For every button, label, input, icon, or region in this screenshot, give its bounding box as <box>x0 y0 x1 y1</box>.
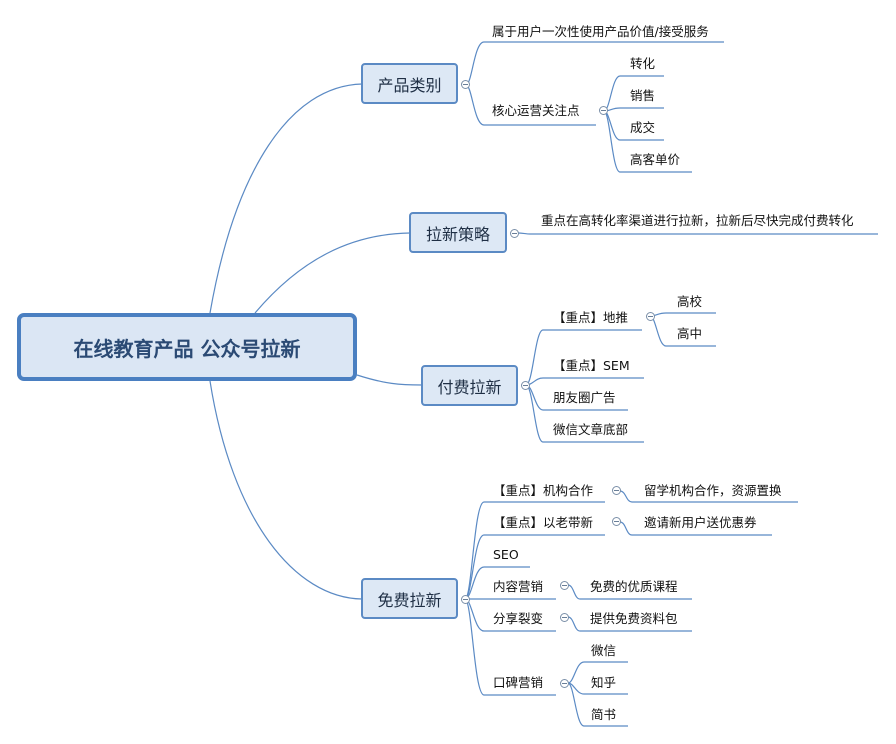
node-moments-ads[interactable]: 朋友圈广告 <box>553 390 616 405</box>
root-topic-label: 在线教育产品 公众号拉新 <box>73 336 301 361</box>
node-core-item-4[interactable]: 高客单价 <box>630 152 681 167</box>
node-content-marketing[interactable]: 内容营销 <box>493 579 544 594</box>
collapse-toggle-icon[interactable] <box>560 581 569 590</box>
collapse-toggle-icon[interactable] <box>612 517 621 526</box>
node-content-detail[interactable]: 免费的优质课程 <box>590 579 678 594</box>
node-core-item-3[interactable]: 成交 <box>630 120 656 135</box>
connector-root-category <box>209 83 363 314</box>
root-topic[interactable]: 在线教育产品 公众号拉新 <box>17 313 357 381</box>
node-wechat-article[interactable]: 微信文章底部 <box>553 422 629 437</box>
node-partner-detail[interactable]: 留学机构合作，资源置换 <box>644 483 782 498</box>
topic-product-category[interactable]: 产品类别 <box>361 63 458 104</box>
node-wom-item-3[interactable]: 简书 <box>591 707 617 722</box>
collapse-toggle-icon[interactable] <box>461 595 470 604</box>
node-partner[interactable]: 【重点】机构合作 <box>493 483 594 498</box>
topic-product-category-label: 产品类别 <box>377 75 442 95</box>
topic-free-acquisition[interactable]: 免费拉新 <box>361 578 458 619</box>
topic-paid-acquisition[interactable]: 付费拉新 <box>421 365 518 406</box>
collapse-toggle-icon[interactable] <box>646 312 655 321</box>
node-sem[interactable]: 【重点】SEM <box>553 358 630 373</box>
node-referral[interactable]: 【重点】以老带新 <box>493 515 594 530</box>
connector-root-free <box>209 380 363 600</box>
node-seo[interactable]: SEO <box>493 547 519 562</box>
node-core-item-2[interactable]: 销售 <box>630 88 656 103</box>
node-value-desc[interactable]: 属于用户一次性使用产品价值/接受服务 <box>492 24 709 39</box>
collapse-toggle-icon[interactable] <box>510 229 519 238</box>
collapse-toggle-icon[interactable] <box>612 486 621 495</box>
node-ground-item-1[interactable]: 高校 <box>677 294 703 309</box>
collapse-toggle-icon[interactable] <box>599 106 608 115</box>
node-share-detail[interactable]: 提供免费资料包 <box>590 611 678 626</box>
node-core-focus[interactable]: 核心运营关注点 <box>492 103 580 118</box>
connector-root-strategy <box>254 232 411 314</box>
collapse-toggle-icon[interactable] <box>461 80 470 89</box>
node-core-item-1[interactable]: 转化 <box>630 56 656 71</box>
node-wom-item-2[interactable]: 知乎 <box>591 675 617 690</box>
collapse-toggle-icon[interactable] <box>521 381 530 390</box>
topic-paid-acquisition-label: 付费拉新 <box>437 377 502 397</box>
node-strategy-desc[interactable]: 重点在高转化率渠道进行拉新，拉新后尽快完成付费转化 <box>541 213 854 228</box>
collapse-toggle-icon[interactable] <box>560 679 569 688</box>
node-ground-promotion[interactable]: 【重点】地推 <box>553 310 629 325</box>
topic-free-acquisition-label: 免费拉新 <box>377 590 442 610</box>
node-share[interactable]: 分享裂变 <box>493 611 544 626</box>
node-word-of-mouth[interactable]: 口碑营销 <box>493 675 544 690</box>
topic-acquisition-strategy-label: 拉新策略 <box>425 224 490 244</box>
connector-root-paid <box>356 374 423 386</box>
node-wom-item-1[interactable]: 微信 <box>591 643 617 658</box>
topic-acquisition-strategy[interactable]: 拉新策略 <box>409 212 507 253</box>
node-ground-item-2[interactable]: 高中 <box>677 326 703 341</box>
collapse-toggle-icon[interactable] <box>560 613 569 622</box>
node-referral-detail[interactable]: 邀请新用户送优惠券 <box>644 515 757 530</box>
